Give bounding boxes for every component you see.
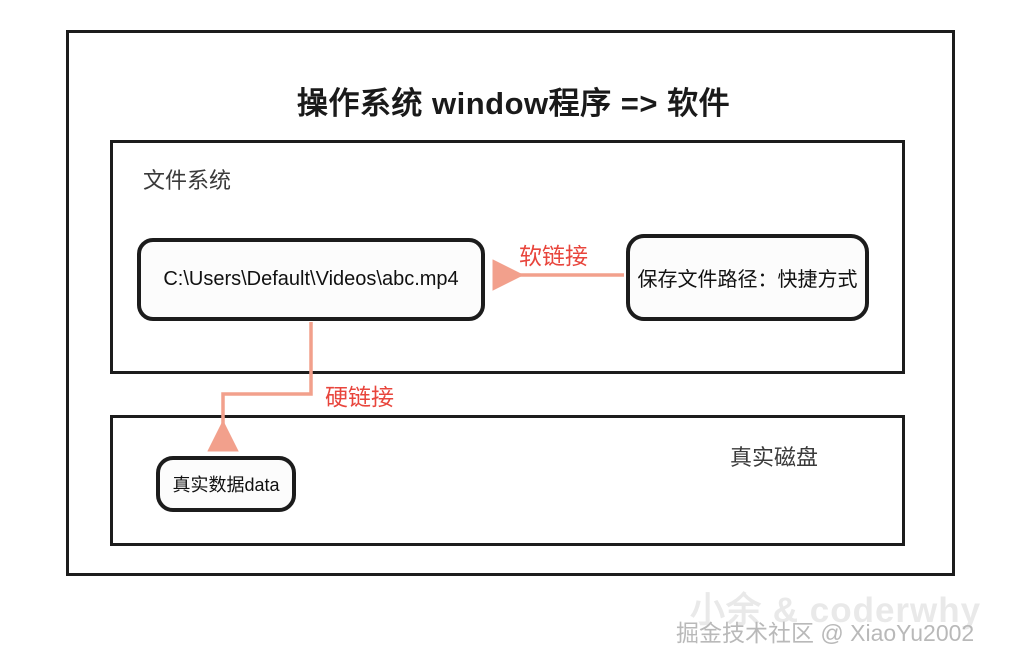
hard-link-label: 硬链接 bbox=[325, 384, 394, 410]
disk-section-label: 真实磁盘 bbox=[730, 445, 819, 470]
real-data-node: 真实数据data bbox=[156, 456, 296, 512]
disk-section-box bbox=[110, 415, 905, 546]
filesystem-section-label: 文件系统 bbox=[143, 168, 232, 193]
shortcut-node: 保存文件路径：快捷方式 bbox=[626, 234, 869, 321]
os-frame-box: 操作系统 window程序 => 软件 bbox=[66, 30, 955, 576]
background-watermark: 小余 & coderwhy bbox=[690, 591, 982, 630]
author-watermark: 掘金技术社区 @ XiaoYu2002 bbox=[676, 620, 975, 646]
soft-link-label: 软链接 bbox=[519, 243, 588, 269]
filesystem-section-box bbox=[110, 140, 905, 374]
diagram-title: 操作系统 window程序 => 软件 bbox=[296, 86, 731, 121]
file-path-node: C:\Users\Default\Videos\abc.mp4 bbox=[137, 238, 485, 321]
